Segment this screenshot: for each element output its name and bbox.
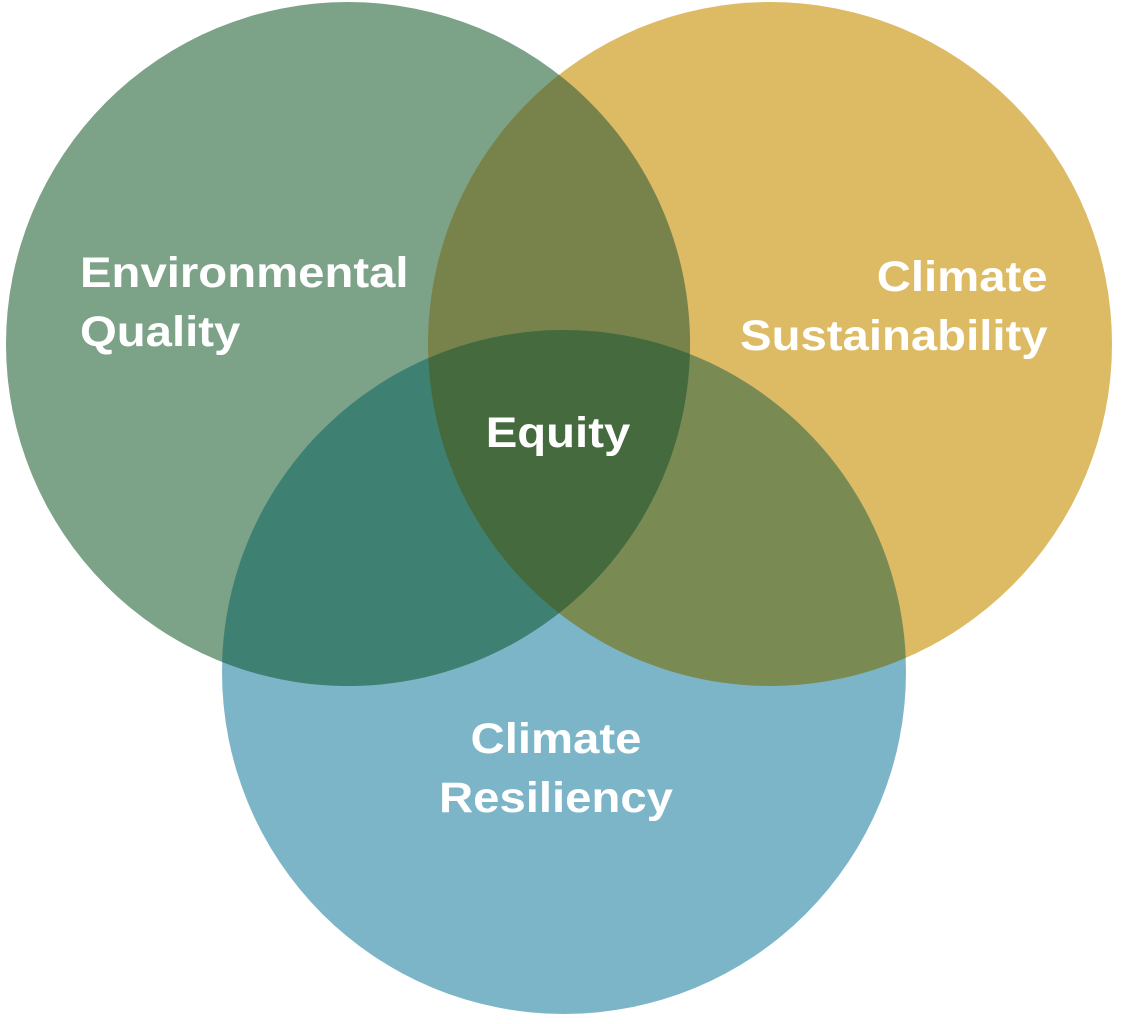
climate-sustainability-label: Climate Sustainability xyxy=(740,248,1048,366)
environmental-quality-label-line1: Environmental xyxy=(80,249,409,297)
environmental-quality-label-line2: Quality xyxy=(80,308,241,356)
climate-sustainability-label-line2: Sustainability xyxy=(740,312,1048,360)
equity-center-overlap-region xyxy=(428,330,690,614)
equity-label: Equity xyxy=(485,409,631,457)
climate-resiliency-label-line1: Climate xyxy=(470,715,642,763)
climate-resiliency-label-line2: Resiliency xyxy=(438,774,673,822)
climate-sustainability-label-line1: Climate xyxy=(877,253,1048,301)
environmental-quality-label: Environmental Quality xyxy=(80,244,409,362)
climate-resiliency-label: Climate Resiliency xyxy=(391,710,721,828)
